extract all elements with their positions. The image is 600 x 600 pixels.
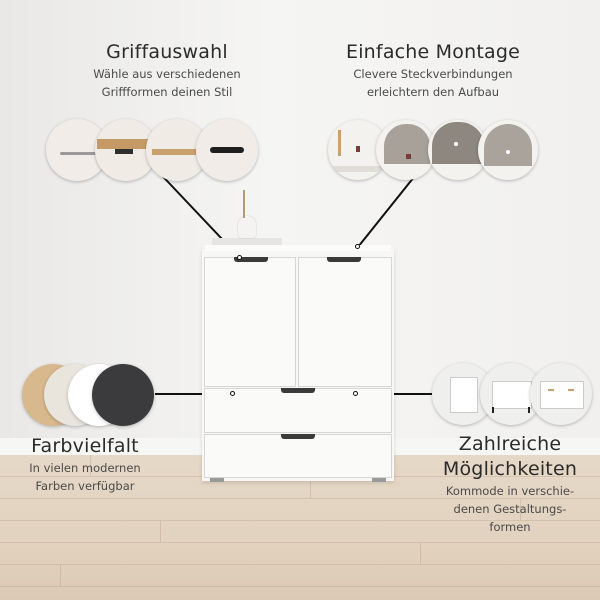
options-connector-dot bbox=[353, 391, 358, 396]
assembly-title: Einfache Montage bbox=[346, 41, 520, 63]
options-title-line-1: Zahlreiche bbox=[458, 433, 562, 455]
handles-description-line-2: Griffformen deinen Stil bbox=[101, 85, 233, 99]
reed-decor bbox=[243, 190, 245, 218]
right-door-handle bbox=[327, 257, 361, 262]
colors-description-line-2: Farben verfügbar bbox=[35, 479, 135, 493]
options-description-line-3: formen bbox=[489, 520, 531, 534]
top-drawer bbox=[204, 388, 392, 433]
assembly-description-line-1: Clevere Steckverbindungen bbox=[353, 67, 513, 81]
top-drawer-handle bbox=[281, 388, 315, 393]
assembly-step-4-circle bbox=[478, 120, 538, 180]
bottom-drawer-handle bbox=[281, 434, 315, 439]
assembly-connector-dot bbox=[355, 244, 360, 249]
colors-description-line-1: In vielen modernen bbox=[29, 461, 141, 475]
assembly-step-2-circle bbox=[376, 120, 436, 180]
colors-connector-dot bbox=[230, 391, 235, 396]
options-description-line-2: denen Gestaltungs- bbox=[453, 502, 567, 516]
color-swatch-anthracite bbox=[92, 364, 154, 426]
colors-title: Farbvielfalt bbox=[31, 435, 139, 457]
options-title-line-2: Möglichkeiten bbox=[442, 458, 578, 480]
cabinet-top bbox=[205, 245, 391, 251]
handles-connector-dot bbox=[237, 255, 242, 260]
vase-decor bbox=[238, 216, 256, 238]
assembly-description-line-2: erleichtern den Aufbau bbox=[366, 85, 500, 99]
options-description-line-1: Kommode in verschie- bbox=[445, 484, 575, 498]
variant-small-dresser-circle bbox=[432, 363, 494, 425]
cabinet-foot-right bbox=[372, 478, 386, 482]
cabinet-foot-left bbox=[210, 478, 224, 482]
handles-title: Griffauswahl bbox=[106, 41, 228, 63]
left-door-handle bbox=[234, 257, 268, 262]
variant-gold-handles-dresser-circle bbox=[530, 363, 592, 425]
right-door bbox=[298, 257, 392, 387]
left-door bbox=[204, 257, 296, 387]
handles-description-line-1: Wähle aus verschiedenen bbox=[93, 67, 241, 81]
bottom-drawer bbox=[204, 434, 392, 478]
handle-option-black-knob-circle bbox=[196, 119, 258, 181]
